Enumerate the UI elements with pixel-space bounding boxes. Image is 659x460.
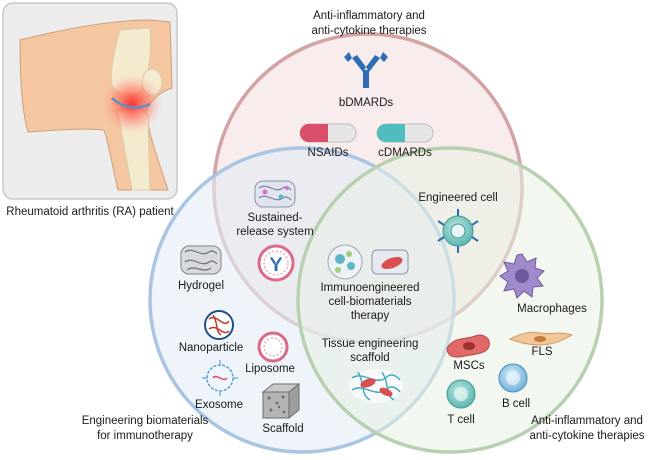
patient-panel (2, 2, 178, 200)
b-cell-label: B cell (502, 398, 530, 410)
center-label-3: therapy (351, 310, 390, 322)
hydrogel-label: Hydrogel (178, 280, 224, 292)
scaffold-label: Scaffold (262, 423, 303, 435)
top-circle-title-1: Anti-inflammatory and (313, 10, 425, 22)
tissue-scaffold-label-2: scaffold (350, 352, 389, 364)
left-circle-title-1: Engineering biomaterials (82, 415, 209, 427)
fls-label: FLS (531, 346, 552, 358)
engineered-cell-icon (437, 209, 479, 253)
engineered-cell-label: Engineered cell (418, 192, 497, 204)
bdmards-label: bDMARDs (339, 97, 394, 109)
exosome-icon (202, 360, 238, 396)
mscs-label: MSCs (453, 360, 485, 372)
nsaids-capsule-icon (299, 123, 357, 143)
msc-icon (446, 334, 490, 358)
exosome-label: Exosome (195, 399, 243, 411)
sustained-release-label-2: release system (236, 226, 313, 238)
t-cell-icon (446, 379, 476, 409)
sustained-release-gel-icon (254, 180, 296, 208)
tissue-scaffold-icon (349, 369, 403, 403)
center-label-1: Immunoengineered (320, 282, 419, 294)
right-circle-title-1: Anti-inflammatory and (531, 415, 643, 427)
immunoengineered-cluster-icon (327, 244, 363, 280)
left-circle-title-2: for immunotherapy (97, 430, 193, 442)
nanoparticle-label: Nanoparticle (179, 342, 244, 354)
nsaids-label: NSAIDs (308, 147, 349, 159)
scaffold-icon (261, 382, 301, 420)
nanoparticle-icon (204, 310, 234, 340)
right-circle-title-2: anti-cytokine therapies (529, 430, 644, 442)
macrophage-icon (499, 253, 545, 299)
top-circle-title-2: anti-cytokine therapies (311, 25, 426, 37)
cell-in-gel-icon (371, 249, 409, 275)
cdmards-label: cDMARDs (378, 147, 432, 159)
tissue-scaffold-label-1: Tissue engineering (322, 338, 419, 350)
liposome-label: Liposome (245, 363, 295, 375)
fls-icon (508, 331, 574, 346)
liposome-antibody-icon (257, 244, 295, 282)
cdmards-capsule-icon (376, 123, 434, 143)
hydrogel-icon (180, 245, 222, 275)
patient-caption: Rheumatoid arthritis (RA) patient (6, 206, 174, 218)
t-cell-label: T cell (447, 414, 474, 426)
b-cell-icon (498, 363, 528, 393)
center-label-2: cell-biomaterials (328, 296, 411, 308)
macrophages-label: Macrophages (517, 303, 587, 315)
antibody-icon (344, 52, 388, 88)
sustained-release-label-1: Sustained- (248, 212, 303, 224)
liposome-icon (257, 331, 289, 363)
